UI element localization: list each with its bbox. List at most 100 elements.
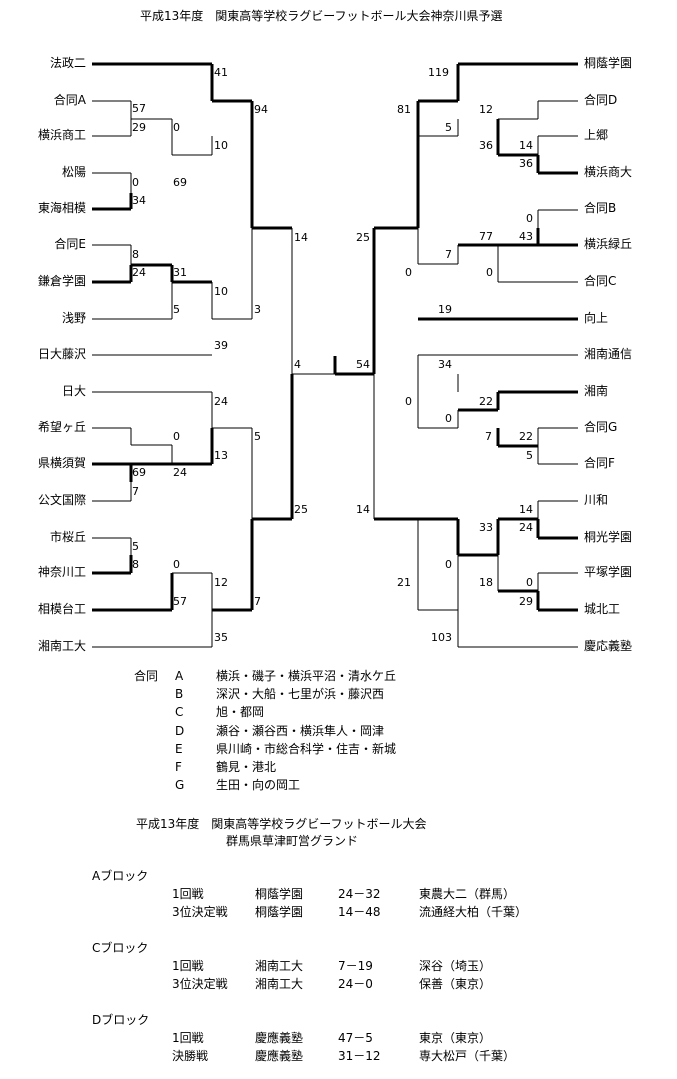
page-title: 平成13年度 関東高等学校ラグビーフットボール大会神奈川県予選 [140,9,503,23]
legend-key: D [175,723,185,738]
result-opp: 専大松戸（千葉） [419,1049,516,1063]
score-label: 24 [214,395,228,408]
result-round: 1回戦 [172,959,204,973]
score-label: 34 [438,358,452,371]
result-opp: 保善（東京） [419,977,492,991]
legend-value: 生田・向の岡工 [216,778,301,793]
score-label: 103 [431,631,452,644]
score-label: 77 [479,230,493,243]
score-label: 81 [397,103,411,116]
score-label: 5 [173,303,180,316]
legend-value: 深沢・大船・七里が浜・藤沢西 [216,687,385,702]
team-name: 神奈川工 [37,565,86,579]
score-label: 10 [214,285,228,298]
team-name: 合同D [584,93,618,107]
score-label: 24 [519,521,533,534]
score-label: 22 [479,395,493,408]
result-score: 14－48 [338,905,381,919]
result-round: 3位決定戦 [172,905,228,919]
result-opp: 東農大二（群馬） [419,887,516,901]
score-label: 29 [132,121,146,134]
score-label: 33 [479,521,493,534]
score-label: 24 [132,266,146,279]
score-label: 54 [356,358,370,371]
score-label: 7 [254,595,261,608]
score-label: 5 [254,430,261,443]
result-round: 1回戦 [172,1031,204,1045]
score-label: 69 [173,176,187,189]
result-round: 3位決定戦 [172,977,228,991]
result-score: 24－32 [338,887,381,901]
result-score: 47－5 [338,1031,373,1045]
block-heading: Aブロック [92,869,149,883]
score-label: 12 [214,576,228,589]
section2-venue: 群馬県草津町営グランド [226,834,359,848]
score-label: 119 [428,66,449,79]
score-label: 35 [214,631,228,644]
team-name: 公文国際 [37,493,86,507]
legend-key: B [175,687,184,702]
score-label: 36 [519,157,533,170]
team-name: 城北工 [584,602,621,616]
team-name: 合同A [53,93,86,107]
legend-key: A [175,669,184,683]
score-label: 18 [479,576,493,589]
score-label: 5 [526,449,533,462]
team-name: 湘南通信 [584,347,633,361]
score-label: 0 [486,266,493,279]
result-team: 湘南工大 [255,959,304,973]
legend-key: C [175,705,184,720]
team-name: 相模台工 [37,602,86,616]
team-name: 桐蔭学園 [584,56,633,70]
score-label: 21 [397,576,411,589]
score-label: 25 [294,503,308,516]
score-label: 4 [294,358,301,371]
team-name: 鎌倉学園 [37,274,86,288]
team-name: 県横須賀 [37,456,86,470]
team-name: 平塚学園 [584,565,633,579]
team-name: 浅野 [61,311,86,325]
result-round: 1回戦 [172,887,204,901]
score-label: 36 [479,139,493,152]
score-label: 0 [445,412,452,425]
score-label: 29 [519,595,533,608]
score-label: 14 [294,231,308,244]
team-name: 桐光学園 [584,530,633,544]
legend-key: F [175,760,182,774]
result-round: 決勝戦 [172,1049,209,1063]
team-name: 合同C [584,274,617,288]
score-label: 14 [519,503,533,516]
legend-value: 横浜・磯子・横浜平沼・清水ケ丘 [216,669,397,683]
score-label: 13 [214,449,228,462]
team-name: 合同B [584,201,617,215]
block-heading: Cブロック [92,941,149,955]
score-label: 0 [132,176,139,189]
score-label: 0 [405,395,412,408]
score-label: 19 [438,303,452,316]
team-name: 合同F [584,456,615,470]
score-label: 10 [214,139,228,152]
section2-title: 平成13年度 関東高等学校ラグビーフットボール大会 [136,817,427,831]
score-label: 8 [132,248,139,261]
score-label: 57 [173,595,187,608]
score-label: 14 [519,139,533,152]
score-label: 0 [405,266,412,279]
score-label: 0 [526,576,533,589]
score-label: 0 [173,121,180,134]
team-name: 日大 [61,384,86,398]
score-label: 31 [173,266,187,279]
score-label: 69 [132,466,146,479]
team-name: 上郷 [584,128,609,142]
team-name: 合同E [54,237,86,251]
score-label: 7 [485,430,492,443]
team-name: 横浜緑丘 [584,237,633,251]
result-score: 7－19 [338,959,373,973]
legend-key: G [175,778,185,793]
team-name: 横浜商大 [584,165,633,179]
score-label: 43 [519,230,533,243]
result-team: 桐蔭学園 [255,887,304,901]
result-opp: 流通経大柏（千葉） [419,905,528,919]
team-name: 川和 [584,493,609,507]
score-label: 0 [173,558,180,571]
team-name: 湘南 [584,384,609,398]
